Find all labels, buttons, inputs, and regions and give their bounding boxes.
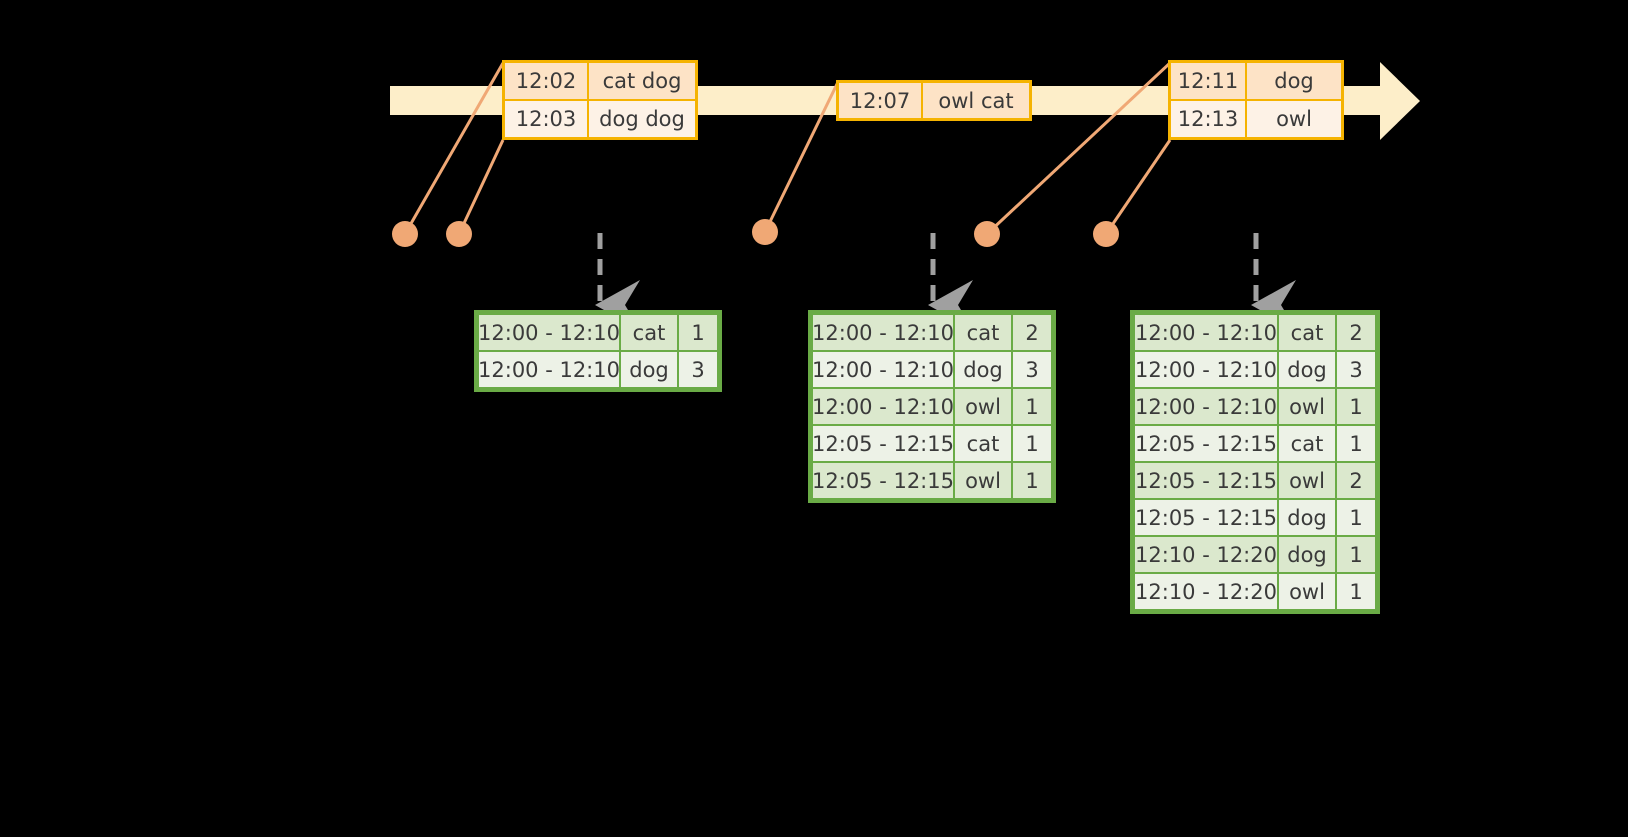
cell-count: 1 — [1337, 537, 1375, 572]
dashed-arrows-group — [595, 233, 1296, 330]
cell-count: 1 — [1013, 463, 1051, 498]
event-time: 12:03 — [505, 101, 589, 137]
cell-key: owl — [955, 389, 1011, 424]
event-dot-1[interactable] — [392, 221, 418, 247]
event-row: 12:02 cat dog — [505, 63, 695, 99]
cell-count: 2 — [1337, 463, 1375, 498]
cell-key: cat — [621, 315, 677, 350]
event-dot-2[interactable] — [446, 221, 472, 247]
cell-window: 12:00 - 12:10 — [812, 352, 954, 387]
event-time: 12:02 — [505, 63, 589, 99]
cell-key: cat — [1279, 426, 1335, 461]
event-box-1[interactable]: 12:02 cat dog 12:03 dog dog — [502, 60, 698, 140]
event-value: owl — [1247, 101, 1341, 137]
cell-key: owl — [1279, 389, 1335, 424]
cell-count: 1 — [679, 315, 717, 350]
cell-window: 12:00 - 12:10 — [812, 389, 954, 424]
event-time: 12:07 — [839, 83, 923, 118]
cell-window: 12:00 - 12:10 — [1135, 352, 1277, 387]
cell-window: 12:00 - 12:10 — [812, 315, 954, 350]
cell-window: 12:05 - 12:15 — [1135, 426, 1277, 461]
cell-key: owl — [955, 463, 1011, 498]
cell-count: 1 — [1013, 426, 1051, 461]
cell-count: 3 — [679, 352, 717, 387]
cell-count: 1 — [1337, 426, 1375, 461]
cell-count: 1 — [1337, 574, 1375, 609]
event-value: cat dog — [589, 63, 695, 99]
cell-key: owl — [1279, 463, 1335, 498]
cell-window: 12:10 - 12:20 — [1135, 574, 1277, 609]
leader-lines-group — [403, 61, 1172, 236]
cell-window: 12:00 - 12:10 — [478, 352, 620, 387]
cell-key: cat — [1279, 315, 1335, 350]
event-dot-5[interactable] — [1093, 221, 1119, 247]
leader-line-1 — [403, 62, 505, 235]
leader-line-4 — [985, 61, 1172, 236]
cell-window: 12:00 - 12:10 — [1135, 389, 1277, 424]
event-value: dog dog — [589, 101, 695, 137]
cell-key: dog — [1279, 537, 1335, 572]
event-box-2[interactable]: 12:07 owl cat — [836, 80, 1032, 121]
cell-window: 12:05 - 12:15 — [812, 426, 954, 461]
cell-count: 1 — [1337, 500, 1375, 535]
cell-window: 12:00 - 12:10 — [478, 315, 620, 350]
event-box-3[interactable]: 12:11 dog 12:13 owl — [1168, 60, 1344, 140]
cell-count: 2 — [1013, 315, 1051, 350]
event-row: 12:11 dog — [1171, 63, 1341, 99]
timeline-arrow-icon — [1380, 62, 1420, 140]
cell-key: cat — [955, 315, 1011, 350]
cell-key: owl — [1279, 574, 1335, 609]
cell-window: 12:05 - 12:15 — [1135, 500, 1277, 535]
cell-key: dog — [1279, 352, 1335, 387]
cell-count: 2 — [1337, 315, 1375, 350]
cell-key: dog — [955, 352, 1011, 387]
cell-window: 12:00 - 12:10 — [1135, 315, 1277, 350]
cell-window: 12:05 - 12:15 — [1135, 463, 1277, 498]
event-row: 12:13 owl — [1171, 99, 1341, 137]
event-dot-3[interactable] — [752, 219, 778, 245]
leader-line-2 — [457, 139, 505, 235]
cell-window: 12:10 - 12:20 — [1135, 537, 1277, 572]
cell-window: 12:05 - 12:15 — [812, 463, 954, 498]
event-time: 12:13 — [1171, 101, 1247, 137]
cell-count: 3 — [1337, 352, 1375, 387]
event-value: owl cat — [923, 83, 1029, 118]
cell-key: cat — [955, 426, 1011, 461]
event-row: 12:07 owl cat — [839, 83, 1029, 118]
leader-line-5 — [1104, 139, 1172, 235]
cell-count: 1 — [1013, 389, 1051, 424]
cell-count: 3 — [1013, 352, 1051, 387]
cell-key: dog — [621, 352, 677, 387]
cell-key: dog — [1279, 500, 1335, 535]
leader-line-3 — [763, 81, 840, 233]
cell-count: 1 — [1337, 389, 1375, 424]
event-time: 12:11 — [1171, 63, 1247, 99]
event-dot-4[interactable] — [974, 221, 1000, 247]
event-row: 12:03 dog dog — [505, 99, 695, 137]
event-value: dog — [1247, 63, 1341, 99]
leader-dots-group — [392, 219, 1119, 247]
